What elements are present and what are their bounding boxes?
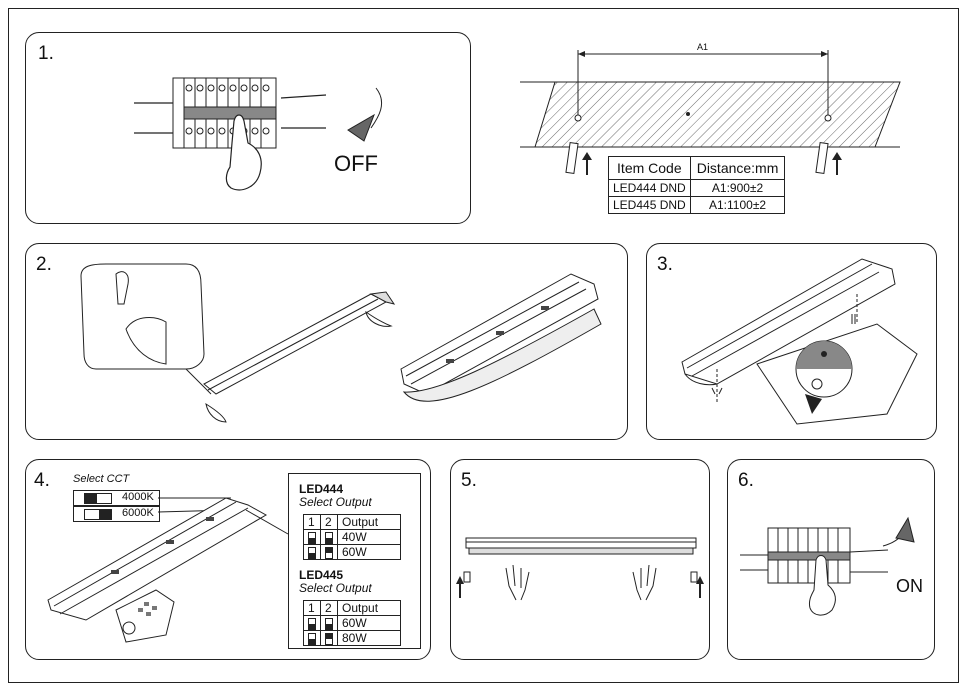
table-row: 60W [303,615,401,631]
step-2-panel: 2. [25,243,628,440]
breaker-on-illustration [740,516,915,616]
driver-switch-illustration [47,497,289,643]
dip-switch-icon [308,617,316,630]
cct-option-6000k: 6000K [73,506,160,522]
led444-model: LED444 [299,482,344,496]
output-selection-box: LED444 Select Output 1 2 Output 40W 60W … [288,473,421,649]
table-header-distance: Distance:mm [689,156,786,180]
on-label: ON [896,576,923,596]
distance-cell: A1:1100±2 [689,196,786,214]
step-2-number: 2. [36,254,52,275]
table-row: 40W [303,529,401,545]
distance-table: Item Code Distance:mm LED444 DND A1:900±… [608,156,786,214]
step-5-panel: 5. [450,459,710,660]
off-label: OFF [334,151,378,176]
dip-switch-icon [308,531,316,544]
dip-switch-icon [308,546,316,559]
col-header: 2 [320,514,338,530]
step-4-number: 4. [34,470,50,491]
cct-option-4000k: 4000K [73,490,160,506]
dip-switch-icon [308,632,316,645]
dip-switch-icon [325,531,333,544]
step-4-panel: 4. Select CCT 4000K 6000K LED444 Select … [25,459,431,660]
step-3-panel: 3. [646,243,937,440]
dip-switch-icon [325,546,333,559]
output-value: 80W [337,630,401,646]
table-row: LED445 DND A1:1100±2 [608,196,786,214]
diffuser-removal-illustration [80,263,602,423]
step-3-number: 3. [657,254,673,275]
lamp-installation-illustration [456,537,704,601]
dimension-a1-label: A1 [697,42,709,52]
col-header: Output [337,514,401,530]
led444-output-table: 1 2 Output 40W 60W [303,514,401,560]
led445-subtitle: Select Output [299,581,372,595]
led444-subtitle: Select Output [299,495,372,509]
step-1-panel: 1. OFF [25,32,471,224]
col-header: 2 [320,600,338,616]
led445-model: LED445 [299,568,344,582]
table-row: 80W [303,630,401,646]
dip-switch-icon [325,617,333,630]
col-header: 1 [303,600,321,616]
step-1-number: 1. [38,43,54,64]
cct-value: 4000K [122,491,154,503]
col-header: 1 [303,514,321,530]
select-cct-label: Select CCT [73,473,130,485]
distance-cell: A1:900±2 [689,179,786,197]
step-6-number: 6. [738,470,754,491]
cct-value: 6000K [122,507,154,519]
breaker-illustration [134,77,383,191]
step-5-number: 5. [461,470,477,491]
dip-switch-icon [325,632,333,645]
mounting-screw-illustration [681,258,918,425]
output-value: 60W [337,615,401,631]
col-header: Output [337,600,401,616]
item-code-cell: LED445 DND [608,196,691,214]
item-code-cell: LED444 DND [608,179,691,197]
step-6-panel: 6. ON [727,459,935,660]
led445-output-table: 1 2 Output 60W 80W [303,600,401,646]
ceiling-mounting-diagram [520,50,901,175]
output-value: 60W [337,544,401,560]
table-row: LED444 DND A1:900±2 [608,179,786,197]
table-row: 60W [303,544,401,560]
diagram-frame [8,8,959,683]
table-header-item-code: Item Code [608,156,691,180]
output-value: 40W [337,529,401,545]
